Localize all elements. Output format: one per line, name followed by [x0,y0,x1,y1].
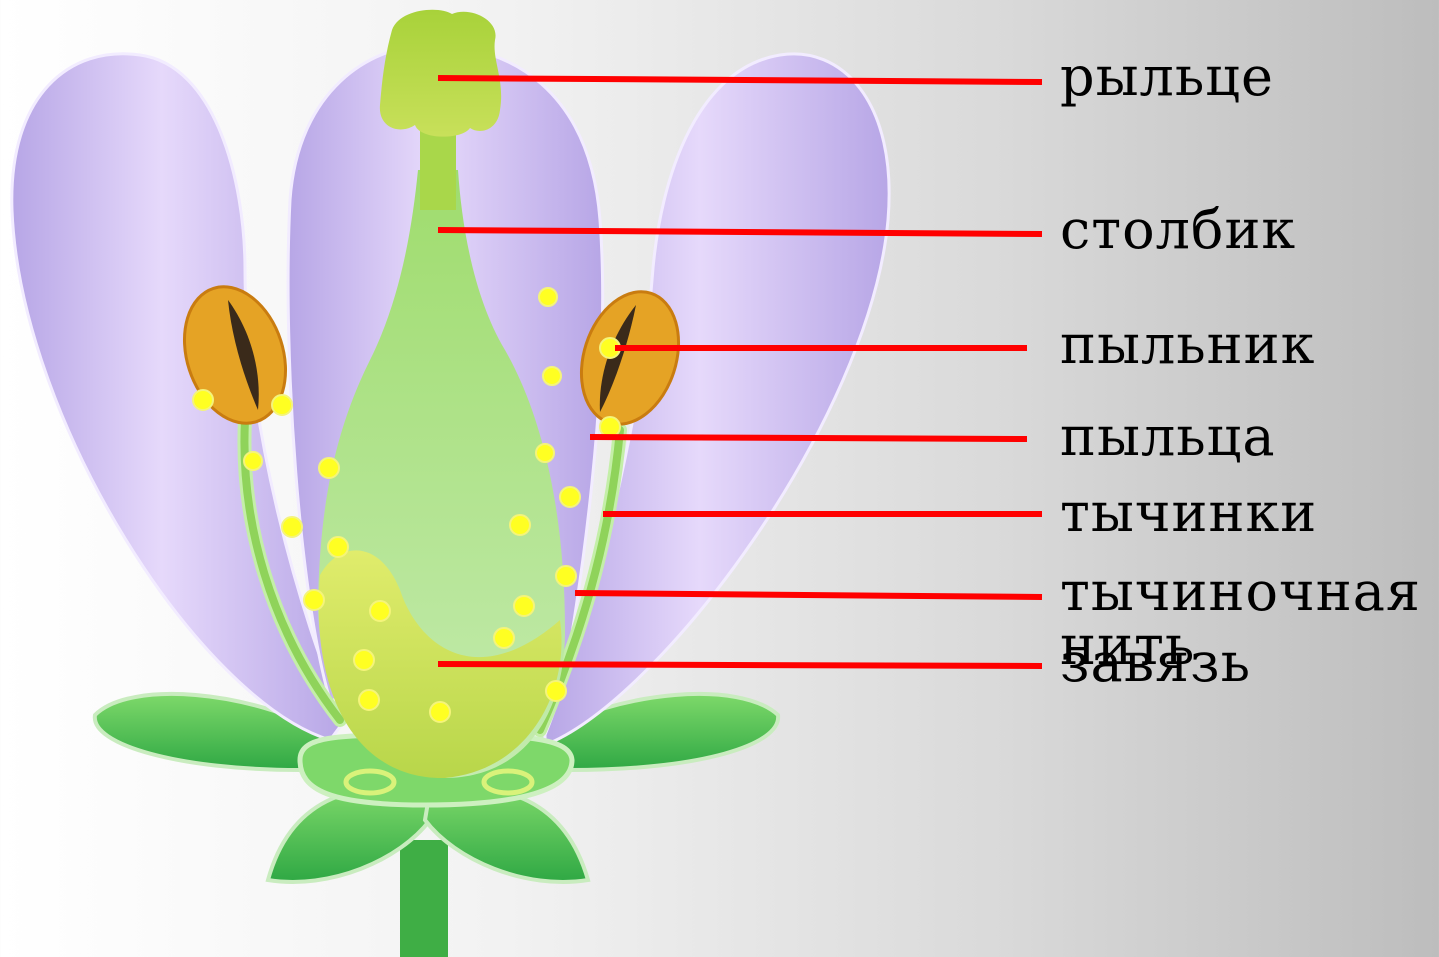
stigma [380,10,501,137]
pointer-line-filament [575,593,1042,597]
label-ovary: завязь [1060,636,1251,690]
stem [400,840,448,957]
label-stamens: тычинки [1060,486,1317,540]
label-anther: пыльник [1060,318,1315,372]
label-pollen: пыльца [1060,410,1276,464]
label-style: столбик [1060,203,1296,257]
pointer-line-pollen [590,437,1027,439]
pointer-line-ovary [438,664,1042,666]
pointer-line-style [438,230,1042,234]
pointer-line-stigma [438,78,1042,82]
label-stigma: рыльце [1060,50,1274,104]
